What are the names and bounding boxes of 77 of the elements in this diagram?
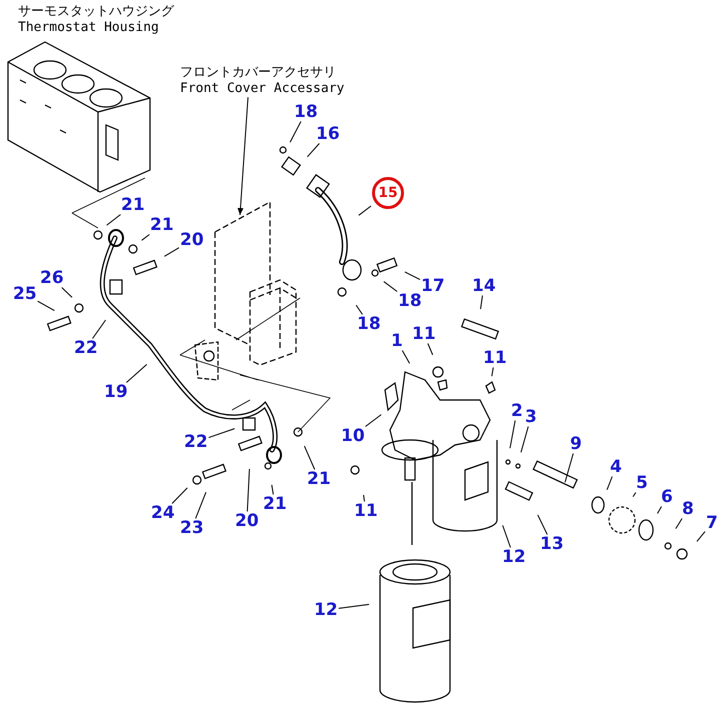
leader-line — [510, 420, 516, 449]
leader-line — [106, 214, 122, 226]
leader-line — [383, 281, 398, 292]
leader-line — [564, 453, 574, 483]
callout-number: 20 — [180, 232, 204, 248]
callout-number: 11 — [412, 326, 436, 342]
callout-number: 20 — [235, 512, 259, 530]
callout-number: 25 — [13, 286, 37, 302]
leader-line — [537, 514, 548, 535]
callout-number: 21 — [121, 196, 145, 214]
callout-number: 17 — [421, 278, 445, 294]
leader-line — [126, 364, 148, 383]
leader-line — [141, 234, 150, 241]
leader-line — [502, 524, 511, 548]
leader-line — [404, 271, 420, 280]
leader-line — [61, 287, 73, 298]
pointer-arrow — [237, 96, 248, 216]
leader-line — [92, 319, 106, 339]
leader-line — [656, 506, 662, 514]
callout-number: 13 — [540, 536, 564, 552]
leader-line — [37, 300, 55, 312]
callout-number: 12 — [314, 602, 338, 618]
callout-number: 11 — [483, 350, 507, 366]
callout-number: 21 — [150, 216, 174, 234]
leader-line — [402, 350, 410, 364]
callout-number: 4 — [610, 458, 622, 476]
leader-line — [172, 487, 188, 504]
callout-number: 19 — [104, 384, 128, 400]
callout-number: 11 — [354, 502, 378, 520]
leader-line — [290, 121, 302, 143]
assembly-label: Front Cover Accessary — [180, 80, 344, 96]
leader-line — [364, 414, 382, 427]
callout-number: 1 — [391, 332, 403, 350]
leader-line — [338, 604, 370, 609]
leader-line — [208, 428, 236, 438]
callout-number: 8 — [682, 500, 694, 518]
leader-line — [696, 531, 706, 542]
callout-number: 23 — [180, 520, 204, 536]
circled-callout-number: 15 — [372, 177, 404, 209]
callout-number: 24 — [151, 504, 175, 522]
callout-number: 22 — [184, 434, 208, 450]
leader-line — [606, 476, 613, 490]
callout-number: 14 — [472, 278, 496, 294]
callout-number: 18 — [294, 104, 318, 120]
leader-line — [306, 143, 320, 158]
leader-line — [632, 492, 636, 498]
callout-number: 16 — [316, 126, 340, 142]
leader-line — [675, 518, 683, 530]
callout-number: 18 — [398, 292, 422, 310]
leader-line — [363, 494, 365, 502]
leader-line — [195, 492, 206, 519]
callout-number: 22 — [74, 340, 98, 356]
leader-line — [246, 468, 250, 512]
leader-line — [427, 343, 434, 356]
part-label: Thermostat Housing — [18, 20, 159, 36]
leader-line — [520, 426, 529, 453]
callout-number: 18 — [357, 316, 381, 332]
callout-number: 9 — [570, 436, 582, 452]
callout-number: 3 — [525, 408, 537, 426]
leader-line — [358, 205, 372, 216]
leader-line — [356, 304, 363, 315]
leader-line — [480, 295, 483, 310]
callout-number: 12 — [502, 548, 526, 566]
callout-number: 5 — [636, 474, 648, 492]
callout-number: 7 — [706, 514, 718, 532]
leader-line — [271, 484, 274, 495]
callout-number: 10 — [341, 428, 365, 444]
callout-number: 21 — [263, 496, 287, 512]
leader-line — [491, 367, 494, 377]
part-label: サーモスタットハウジング — [18, 4, 174, 20]
callout-number: 26 — [40, 270, 64, 286]
callout-number: 6 — [661, 488, 673, 506]
leader-line — [304, 446, 316, 470]
callout-number: 21 — [307, 470, 331, 488]
leader-line — [164, 247, 180, 257]
callout-number: 2 — [511, 402, 523, 420]
assembly-label: フロントカバーアクセサリ — [180, 65, 336, 81]
